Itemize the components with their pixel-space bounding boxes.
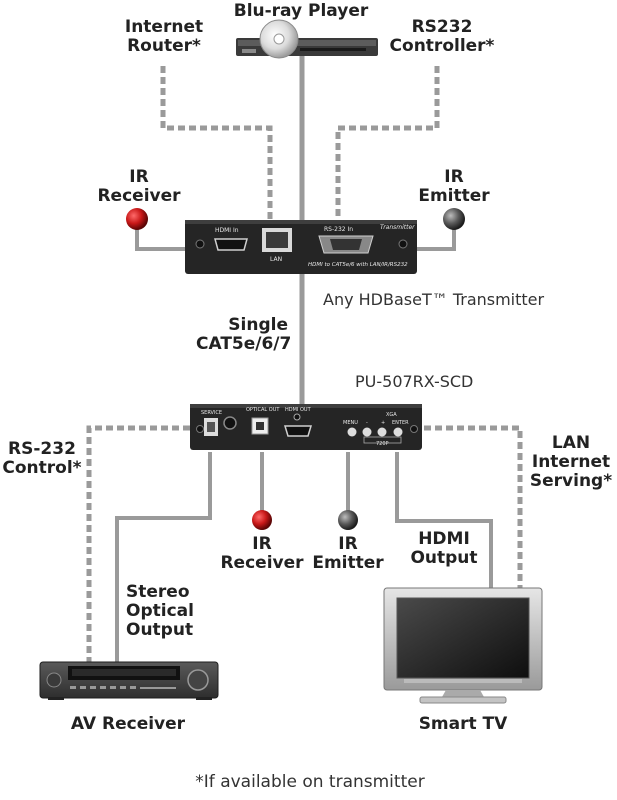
rs232-control-label-line1: RS-232	[8, 439, 76, 459]
ir-receiver-bottom-dot	[252, 510, 272, 530]
ir-receiver-bottom-label-line1: IR	[252, 534, 272, 554]
av-receiver-device	[39, 661, 219, 700]
ir-emitter-top-label-line1: IR	[444, 167, 464, 187]
ir-emitter-bottom-label: IR Emitter	[308, 535, 388, 573]
tx-lan-label: LAN	[270, 256, 283, 263]
rs232-control-label: RS-232 Control*	[0, 440, 84, 478]
ir-receiver-top-label-line2: Receiver	[97, 186, 181, 206]
lan-label: LAN Internet Serving*	[526, 434, 616, 491]
rx-service-label: SERVICE	[201, 410, 223, 416]
av-receiver-label: AV Receiver	[70, 714, 186, 734]
cable-label-line2: CAT5e/6/7	[196, 334, 292, 354]
tx-rs232-in-label: RS-232 In	[324, 226, 354, 233]
ir-emitter-top-label: IR Emitter	[414, 168, 494, 206]
ir-receiver-top-label-line1: IR	[129, 167, 149, 187]
receiver-name: PU-507RX-SCD	[355, 372, 474, 391]
optical-output-label-line3: Output	[126, 620, 194, 640]
ir-receiver-top-dot	[126, 208, 148, 230]
lan-serving-cable	[424, 425, 523, 588]
optical-output-label: Stereo Optical Output	[126, 583, 216, 640]
optical-output-cable	[115, 452, 212, 664]
router-label-line2: Router*	[127, 36, 201, 56]
ir-emitter-bottom-label-line2: Emitter	[312, 553, 384, 573]
hdmi-output-label-line1: HDMI	[418, 529, 470, 549]
rs232-controller-label: RS232 Controller*	[386, 18, 498, 56]
ir-receiver-bottom-label: IR Receiver	[213, 535, 311, 573]
ir-receiver-top-cable	[135, 228, 190, 251]
rs232-controller-label-line2: Controller*	[389, 36, 495, 56]
rs232-controller-cable	[335, 66, 440, 222]
footnote: *If available on transmitter	[195, 772, 425, 792]
transmitter-device	[185, 220, 417, 274]
rx-enter-label: ENTER	[392, 420, 409, 426]
lan-label-line1: LAN	[551, 433, 591, 453]
bluray-label: Blu-ray Player	[233, 1, 369, 21]
tx-caption-label: HDMI to CAT5e/6 with LAN/IR/RS232	[308, 262, 408, 268]
rx-optical-out-label: OPTICAL OUT	[246, 407, 280, 413]
router-lan-cable	[160, 66, 273, 222]
rs232-controller-label-line1: RS232	[411, 17, 473, 37]
rx-720p-label: 720P	[376, 441, 389, 447]
ir-emitter-top-dot	[443, 208, 465, 230]
ir-emitter-bottom-label-line1: IR	[338, 534, 358, 554]
router-label-line1: Internet	[124, 17, 204, 37]
rx-minus-label: -	[366, 420, 368, 426]
tx-badge-label: Transmitter	[380, 224, 415, 231]
ir-emitter-top-label-line2: Emitter	[418, 186, 490, 206]
rx-xga-label: XGA	[386, 412, 397, 418]
lan-label-line2: Internet	[531, 452, 611, 472]
rx-menu-label: MENU	[343, 420, 358, 426]
lan-label-line3: Serving*	[529, 471, 613, 491]
bluray-player	[236, 19, 378, 59]
hdmi-output-cable	[395, 452, 493, 588]
smart-tv-device	[383, 587, 543, 704]
optical-output-label-line1: Stereo	[126, 582, 190, 602]
wires	[86, 48, 523, 664]
cable-label: Single CAT5e/6/7	[196, 315, 292, 354]
rs232-control-label-line2: Control*	[2, 458, 82, 478]
tx-hdmi-in-label: HDMI In	[215, 227, 239, 234]
rs232-control-cable	[86, 425, 190, 664]
ir-emitter-top-cable	[414, 228, 456, 251]
rx-hdmi-out-label: HDMI OUT	[285, 407, 311, 413]
transmitter-name: Any HDBaseT™ Transmitter	[323, 290, 545, 309]
ir-emitter-bottom-dot	[338, 510, 358, 530]
hdmi-output-label: HDMI Output	[404, 530, 484, 568]
router-label: Internet Router*	[112, 18, 216, 56]
ir-receiver-bottom-label-line2: Receiver	[220, 553, 304, 573]
smart-tv-label: Smart TV	[418, 714, 508, 734]
receiver-device	[190, 404, 422, 450]
optical-output-label-line2: Optical	[126, 601, 194, 621]
cable-label-line1: Single	[228, 315, 288, 335]
ir-receiver-top-label: IR Receiver	[92, 168, 186, 206]
rx-plus-label: +	[381, 420, 386, 426]
hdmi-output-label-line2: Output	[410, 548, 478, 568]
